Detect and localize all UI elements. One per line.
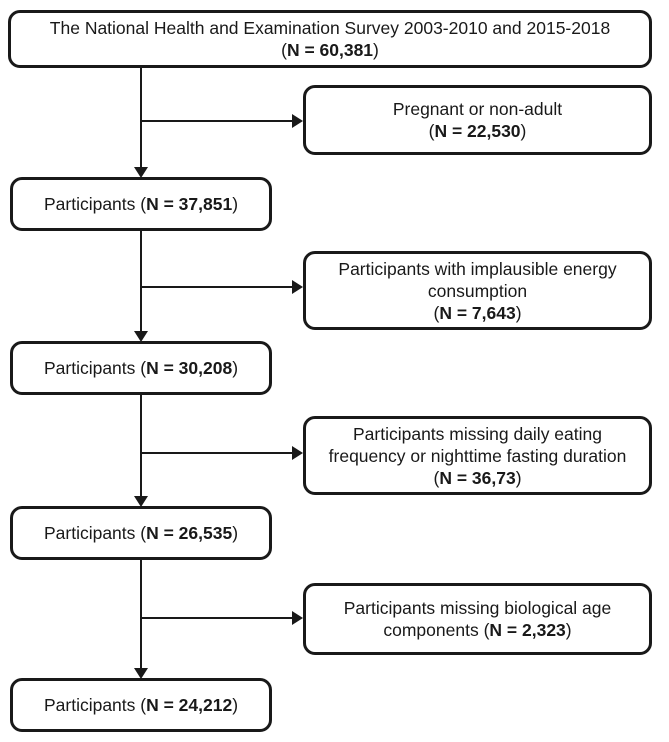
box-n-line: (N = 22,530)	[314, 120, 641, 142]
flow-box-participants-step1: Participants (N = 37,851)	[10, 177, 272, 231]
box-text-line: Participants with implausible energy con…	[314, 258, 641, 302]
box-text: (	[433, 467, 440, 488]
box-n-value: N = 30,208	[146, 358, 233, 378]
box-text: Participants missing biological age comp…	[343, 598, 612, 640]
box-text: Participants (	[43, 695, 147, 715]
box-text: (	[281, 40, 287, 60]
box-n-value: N = 2,323	[489, 620, 566, 640]
connector-line-down-4	[140, 560, 142, 670]
arrow-down-icon	[134, 668, 148, 679]
box-text: )	[520, 121, 527, 141]
box-text-line: Participants (N = 26,535)	[21, 522, 261, 544]
box-text: Participants missing daily eating freque…	[328, 423, 627, 466]
box-n-line: (N = 7,643)	[314, 302, 641, 324]
arrow-right-icon	[292, 611, 303, 625]
box-text-line: Participants (N = 24,212)	[21, 694, 261, 716]
flow-box-exclusion-missing-biological-age: Participants missing biological age comp…	[303, 583, 652, 655]
flow-box-exclusion-missing-eating-fasting: Participants missing daily eating freque…	[303, 416, 652, 495]
box-n-value: N = 7,643	[439, 302, 516, 323]
box-text: )	[515, 302, 522, 323]
connector-line-right-1	[140, 120, 294, 122]
box-text: (	[428, 121, 435, 141]
box-text: Pregnant or non-adult	[392, 99, 563, 119]
arrow-right-icon	[292, 280, 303, 294]
box-text-line: Participants missing biological age comp…	[314, 597, 641, 641]
box-n-value: N = 24,212	[146, 695, 233, 715]
connector-line-down-1	[140, 68, 142, 169]
box-n-value: N = 22,530	[434, 121, 521, 141]
box-n-value: N = 60,381	[286, 40, 374, 60]
arrow-right-icon	[292, 446, 303, 460]
box-text: Participants (	[43, 523, 147, 543]
box-text: Participants with implausible energy con…	[338, 258, 617, 301]
box-text: )	[232, 358, 239, 378]
box-text: )	[515, 467, 522, 488]
box-text: )	[232, 194, 239, 214]
box-text: )	[373, 40, 379, 60]
connector-line-right-4	[140, 617, 294, 619]
flow-box-participants-step3: Participants (N = 26,535)	[10, 506, 272, 560]
box-text-line: The National Health and Examination Surv…	[19, 17, 641, 39]
box-text: )	[232, 523, 239, 543]
flow-box-exclusion-pregnant-nonadult: Pregnant or non-adult (N = 22,530)	[303, 85, 652, 155]
arrow-down-icon	[134, 496, 148, 507]
box-text: )	[232, 695, 239, 715]
box-text: (	[433, 302, 440, 323]
box-text-line: Pregnant or non-adult	[314, 98, 641, 120]
flow-box-participants-step2: Participants (N = 30,208)	[10, 341, 272, 395]
box-text: )	[565, 620, 572, 640]
box-text-line: Participants missing daily eating freque…	[314, 423, 641, 467]
flow-box-exclusion-implausible-energy: Participants with implausible energy con…	[303, 251, 652, 330]
flow-box-participants-final: Participants (N = 24,212)	[10, 678, 272, 732]
connector-line-down-3	[140, 395, 142, 498]
box-text: The National Health and Examination Surv…	[49, 18, 611, 38]
box-text-line: Participants (N = 30,208)	[21, 357, 261, 379]
box-text-line: Participants (N = 37,851)	[21, 193, 261, 215]
connector-line-right-3	[140, 452, 294, 454]
box-n-value: N = 26,535	[146, 523, 233, 543]
box-text: Participants (	[43, 358, 147, 378]
arrow-right-icon	[292, 114, 303, 128]
box-n-value: N = 37,851	[146, 194, 233, 214]
box-n-line: (N = 36,73)	[314, 467, 641, 489]
flow-box-survey-total: The National Health and Examination Surv…	[8, 10, 652, 68]
arrow-down-icon	[134, 331, 148, 342]
connector-line-right-2	[140, 286, 294, 288]
box-text: Participants (	[43, 194, 147, 214]
arrow-down-icon	[134, 167, 148, 178]
box-n-line: (N = 60,381)	[19, 39, 641, 61]
connector-line-down-2	[140, 231, 142, 333]
box-n-value: N = 36,73	[439, 467, 516, 488]
